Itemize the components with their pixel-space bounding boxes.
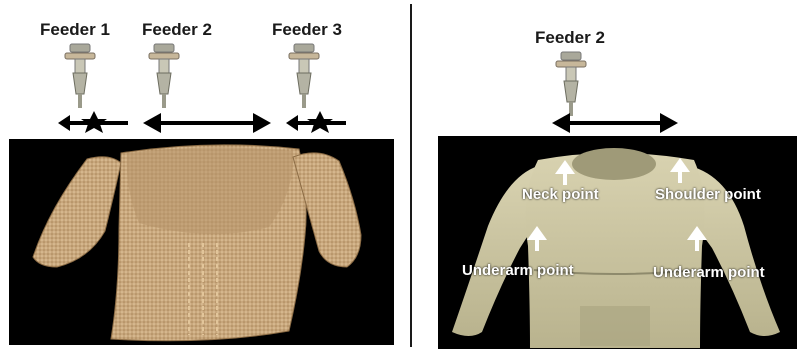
knitted-garment-render: [9, 139, 394, 345]
underarm-left-up-arrow-icon: [527, 226, 547, 252]
feeder-1-label: Feeder 1: [40, 20, 110, 40]
garment-render: [438, 136, 797, 349]
star-arrow-icon: [286, 110, 348, 136]
underarm-left-label: Underarm point: [462, 262, 574, 279]
shoulder-up-arrow-icon: [670, 158, 690, 184]
feeder-3-label: Feeder 3: [272, 20, 342, 40]
underarm-right-label: Underarm point: [653, 264, 765, 281]
feeder-2-label: Feeder 2: [142, 20, 212, 40]
feeder-3-icon: [286, 42, 322, 112]
feeder-1-icon: [62, 42, 98, 112]
knitting-panel: [9, 139, 394, 345]
neck-up-arrow-icon: [555, 160, 575, 186]
star-arrow-icon: [58, 110, 130, 136]
panel-divider: [410, 4, 412, 347]
garment-panel: Neck point Shoulder point Underarm point…: [438, 136, 797, 349]
double-arrow-icon-right: [552, 110, 678, 136]
feeder-2-icon: [146, 42, 182, 112]
feeder-2-label-right: Feeder 2: [535, 28, 605, 48]
shoulder-point-label: Shoulder point: [655, 186, 761, 203]
neck-point-label: Neck point: [522, 186, 599, 203]
double-arrow-icon: [143, 110, 271, 136]
underarm-right-up-arrow-icon: [687, 226, 707, 252]
